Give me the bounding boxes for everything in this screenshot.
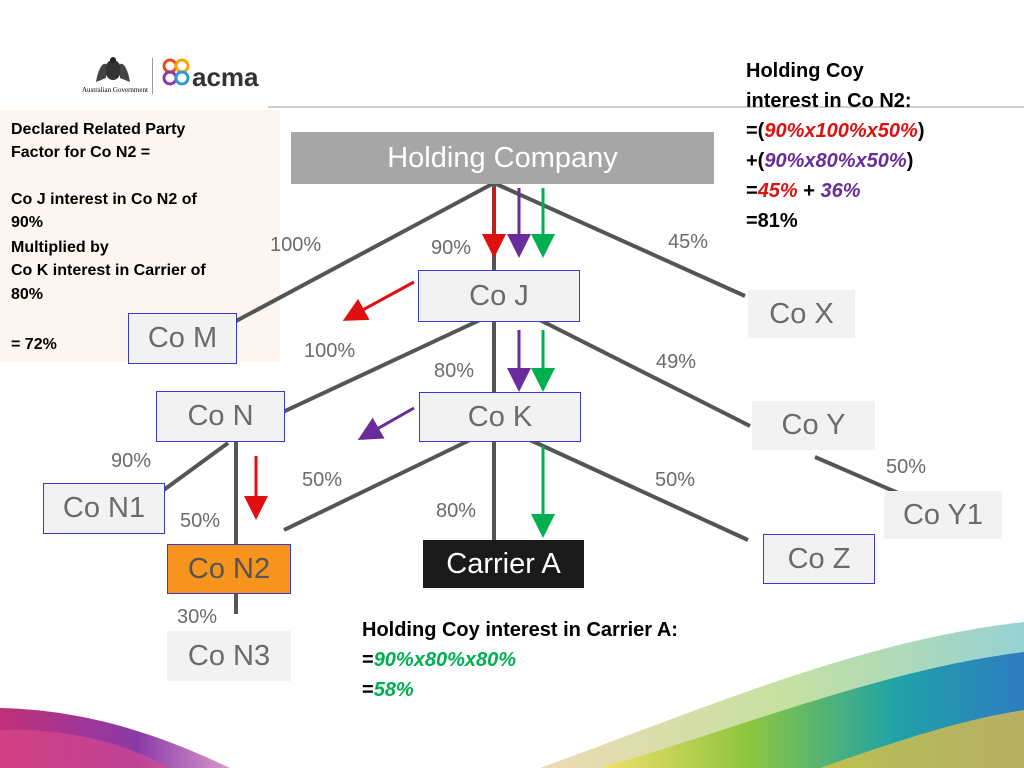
decorative-swoosh <box>0 622 1024 768</box>
pct-cok-con2: 50% <box>302 469 343 491</box>
calc-n2-l5-a: 45% <box>757 180 798 202</box>
calc-n2-l3-pre: =( <box>746 120 765 142</box>
line-coj-con <box>269 318 481 420</box>
co-y-box: Co Y <box>752 401 875 450</box>
pct-con2-con3: 30% <box>177 606 218 628</box>
calc-carrier-l2-pre: = <box>362 649 374 671</box>
calc-carrier-l3-val: 58% <box>373 679 414 701</box>
header-rule <box>268 106 1024 108</box>
calc-n2-l5-plus: + <box>797 180 821 202</box>
co-n-box: Co N <box>156 391 285 442</box>
calc-n2-l3-val: 90%x100%x50% <box>764 120 918 142</box>
note-line-8: 80% <box>11 286 44 303</box>
line-cok-con2 <box>283 438 471 532</box>
calc-carrier-title: Holding Coy interest in Carrier A: <box>362 619 678 641</box>
co-x-box: Co X <box>748 290 855 338</box>
pct-coj-con: 100% <box>304 340 356 362</box>
calc-carrier-line-2: =90%x80%x80% <box>362 645 516 675</box>
note-line-10: = 72% <box>11 336 57 353</box>
calc-n2-l5-pre: = <box>746 180 758 202</box>
co-y1-box: Co Y1 <box>884 491 1002 539</box>
co-k-box: Co K <box>419 392 581 442</box>
note-line-4: Co J interest in Co N2 of <box>11 191 197 208</box>
note-line-2: Factor for Co N2 = <box>11 144 151 161</box>
calc-n2-line-3: =(90%x100%x50%) <box>746 116 924 146</box>
holding-company-box: Holding Company <box>291 132 714 184</box>
calc-n2-line-6: =81% <box>746 210 798 232</box>
pct-coy-coy1: 50% <box>886 456 927 478</box>
calc-n2-title-1: Holding Coy <box>746 60 864 82</box>
pct-holding-cox: 45% <box>668 231 709 253</box>
pct-holding-coj: 90% <box>431 237 472 259</box>
logo-divider <box>152 58 153 94</box>
pct-cok-coz: 50% <box>655 469 696 491</box>
calc-n2-title-2: interest in Co N2: <box>746 90 912 112</box>
co-z-box: Co Z <box>763 534 875 584</box>
co-j-box: Co J <box>418 270 580 322</box>
line-holding-com <box>209 181 495 337</box>
line-holding-cox <box>493 181 746 298</box>
note-line-5: 90% <box>11 214 44 231</box>
pct-con-con2: 50% <box>180 510 221 532</box>
pct-con-con1: 90% <box>111 450 152 472</box>
pct-coj-coy: 49% <box>656 351 697 373</box>
note-line-6: Multiplied by <box>11 239 109 256</box>
co-n3-box: Co N3 <box>167 631 291 681</box>
carrier-a-box: Carrier A <box>423 540 584 588</box>
calc-carrier-l2-val: 90%x80%x80% <box>373 649 517 671</box>
pct-holding-com: 100% <box>270 234 322 256</box>
purple-arrow-left <box>357 406 415 440</box>
calc-carrier-line-3: =58% <box>362 675 414 705</box>
acma-logo-icon <box>162 58 190 86</box>
red-arrow-left <box>342 280 415 321</box>
calc-n2-line-4: +(90%x80%x50%) <box>746 146 913 176</box>
co-n2-box: Co N2 <box>167 544 291 594</box>
note-line-1: Declared Related Party <box>11 121 186 138</box>
gov-logo-text: Australian Government <box>82 86 148 94</box>
note-line-7: Co K interest in Carrier of <box>11 262 206 279</box>
calc-n2-l3-post: ) <box>917 120 925 142</box>
calc-n2-line-5: =45% + 36% <box>746 176 861 206</box>
calc-n2-l4-val: 90%x80%x50% <box>764 150 907 172</box>
line-cok-coz <box>529 438 749 542</box>
pct-coj-cok: 80% <box>434 360 475 382</box>
calc-carrier-l3-pre: = <box>362 679 374 701</box>
calc-n2-l4-post: ) <box>906 150 914 172</box>
calc-n2-l4-pre: +( <box>746 150 765 172</box>
calc-n2-l5-b: 36% <box>820 180 861 202</box>
coat-of-arms-icon <box>96 57 130 82</box>
co-m-box: Co M <box>128 313 237 364</box>
acma-brand-text: acma <box>192 62 259 92</box>
line-coy-coy1 <box>814 455 906 498</box>
pct-cok-carrier: 80% <box>436 500 477 522</box>
co-n1-box: Co N1 <box>43 483 165 534</box>
line-coj-coy <box>529 313 751 428</box>
